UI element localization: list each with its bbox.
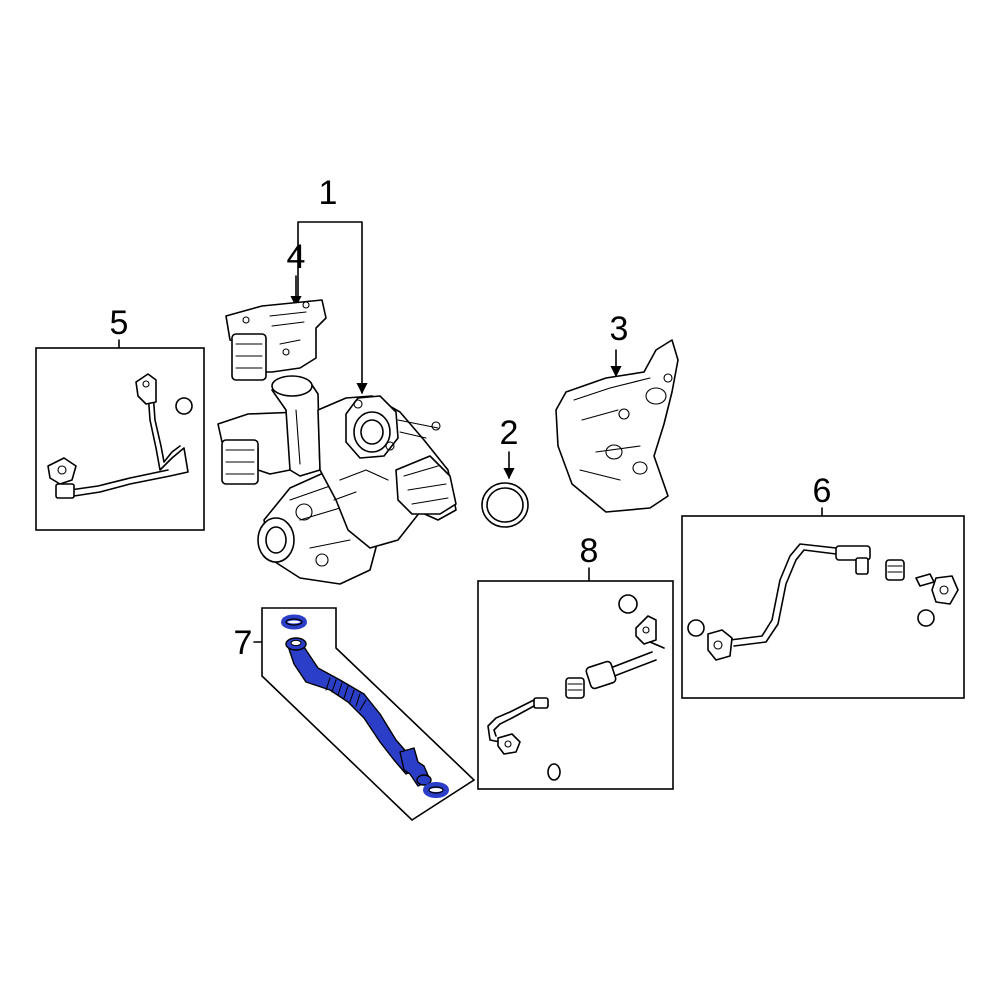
callout-5-label: 5 <box>110 304 129 342</box>
callout-4[interactable]: 4 <box>287 238 306 308</box>
callout-8-label: 8 <box>580 532 599 570</box>
callout-6[interactable]: 6 <box>813 472 832 517</box>
part-6-box <box>681 515 965 699</box>
actuator-part-4[interactable] <box>225 299 327 381</box>
oil-line-part-5[interactable] <box>47 373 193 499</box>
oil-return-line-part-7[interactable] <box>281 614 449 798</box>
callout-2-label: 2 <box>500 414 519 452</box>
gasket-part-2[interactable] <box>481 482 529 528</box>
callout-5[interactable]: 5 <box>110 304 129 349</box>
callout-2[interactable]: 2 <box>500 414 519 480</box>
callout-3-label: 3 <box>610 310 629 348</box>
callout-1-label: 1 <box>319 174 338 212</box>
callout-6-label: 6 <box>813 472 832 510</box>
callout-4-label: 4 <box>287 238 306 276</box>
turbocharger-part-1[interactable] <box>217 375 457 585</box>
callout-7[interactable]: 7 <box>234 624 263 662</box>
callout-3[interactable]: 3 <box>610 310 629 378</box>
part-5-box <box>35 347 205 531</box>
callout-7-label: 7 <box>234 624 253 662</box>
heat-shield-part-3[interactable] <box>555 339 679 513</box>
callout-1-leader <box>297 221 368 395</box>
line-kit-part-8[interactable] <box>487 594 665 781</box>
callout-8[interactable]: 8 <box>580 532 599 582</box>
callout-1[interactable]: 1 <box>297 174 368 395</box>
coolant-line-part-6[interactable] <box>687 543 959 661</box>
